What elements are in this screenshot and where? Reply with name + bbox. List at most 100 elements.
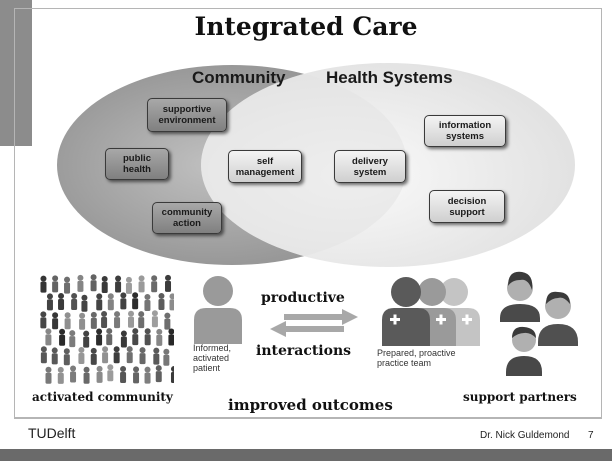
tudelft-logo: TUDelft bbox=[28, 425, 75, 443]
crowd-person-body bbox=[120, 371, 127, 383]
crowd-person-head bbox=[45, 328, 52, 335]
crowd-person-body bbox=[64, 318, 71, 330]
crowd-person-head bbox=[113, 346, 120, 353]
crowd-person-body bbox=[83, 336, 90, 348]
crowd-person-body bbox=[96, 299, 103, 311]
crowd-person-body bbox=[77, 280, 84, 292]
crowd-person-head bbox=[169, 293, 174, 300]
crowd-person-body bbox=[153, 353, 160, 365]
bottom-bar bbox=[0, 449, 612, 461]
crowd-person-head bbox=[81, 294, 88, 301]
crowd-person-head bbox=[52, 275, 59, 282]
crowd-person-head bbox=[101, 276, 108, 283]
practice-team-icon bbox=[382, 277, 480, 346]
crowd-person-head bbox=[40, 275, 47, 282]
crowd-illustration bbox=[40, 274, 174, 384]
slide-title: Integrated Care bbox=[194, 12, 418, 41]
crowd-person-body bbox=[90, 353, 97, 365]
crowd-person-head bbox=[59, 328, 66, 335]
activated-community-label: activated community bbox=[32, 390, 173, 404]
logo-text: TUDelft bbox=[28, 425, 76, 441]
footer-divider bbox=[14, 418, 602, 419]
crowd-person-head bbox=[165, 274, 172, 281]
crowd-person-head bbox=[57, 366, 64, 373]
crowd-person-head bbox=[77, 274, 84, 281]
supportive-environment-box: supportive environment bbox=[147, 98, 227, 132]
crowd-person-body bbox=[120, 336, 127, 348]
crowd-person-head bbox=[96, 328, 103, 335]
crowd-person-head bbox=[64, 312, 71, 319]
crowd-person-head bbox=[90, 311, 97, 318]
crowd-person-head bbox=[96, 365, 103, 372]
crowd-person-head bbox=[63, 348, 70, 355]
crowd-person-body bbox=[158, 298, 165, 310]
crowd-person-body bbox=[45, 372, 52, 384]
crowd-person-head bbox=[153, 347, 160, 354]
crowd-person-body bbox=[90, 317, 97, 329]
crowd-person-head bbox=[151, 310, 158, 317]
crowd-person-head bbox=[106, 328, 113, 335]
crowd-person-body bbox=[125, 282, 132, 294]
crowd-person-head bbox=[144, 294, 151, 301]
crowd-person-body bbox=[40, 317, 47, 329]
crowd-person-head bbox=[114, 311, 121, 318]
crowd-person-head bbox=[125, 276, 132, 283]
venn-diagram bbox=[57, 63, 575, 267]
crowd-person-head bbox=[132, 328, 139, 335]
crowd-person-head bbox=[70, 365, 77, 372]
crowd-person-head bbox=[138, 275, 145, 282]
crowd-person-head bbox=[90, 347, 97, 354]
crowd-person-head bbox=[101, 310, 108, 317]
crowd-person-head bbox=[144, 328, 151, 335]
crowd-person-head bbox=[40, 311, 47, 318]
crowd-person-head bbox=[40, 346, 47, 353]
crowd-person-head bbox=[168, 328, 174, 335]
crowd-person-body bbox=[40, 281, 47, 293]
crowd-person-body bbox=[101, 316, 108, 328]
crowd-person-head bbox=[45, 366, 52, 373]
crowd-person-head bbox=[69, 330, 76, 337]
support-partners-icon bbox=[500, 271, 578, 376]
crowd-person-head bbox=[158, 292, 165, 299]
patient-icon bbox=[194, 276, 242, 344]
crowd-person-head bbox=[126, 346, 133, 353]
crowd-person-body bbox=[169, 299, 174, 311]
crowd-person-body bbox=[96, 371, 103, 383]
crowd-person-body bbox=[151, 281, 158, 293]
crowd-person-head bbox=[83, 366, 90, 373]
crowd-person-head bbox=[46, 293, 53, 300]
crowd-person-head bbox=[120, 330, 127, 337]
crowd-person-head bbox=[155, 365, 162, 372]
health-systems-label: Health Systems bbox=[326, 68, 453, 87]
crowd-person-body bbox=[170, 371, 174, 383]
page-number: 7 bbox=[588, 430, 594, 441]
side-accent-bar bbox=[0, 0, 32, 146]
crowd-person-body bbox=[151, 316, 158, 328]
crowd-person-head bbox=[132, 292, 139, 299]
public-health-box: public health bbox=[105, 148, 169, 180]
crowd-person-head bbox=[139, 347, 146, 354]
crowd-person-body bbox=[101, 282, 108, 294]
interaction-arrows bbox=[270, 309, 358, 337]
interactions-label: interactions bbox=[256, 343, 352, 359]
crowd-person-body bbox=[165, 280, 172, 292]
crowd-person-head bbox=[90, 274, 97, 281]
crowd-person-body bbox=[168, 334, 174, 346]
crowd-person-head bbox=[96, 293, 103, 300]
crowd-person-head bbox=[138, 311, 145, 318]
crowd-person-body bbox=[52, 281, 59, 293]
community-action-box: community action bbox=[152, 202, 222, 234]
crowd-person-body bbox=[58, 298, 65, 310]
crowd-person-head bbox=[115, 275, 122, 282]
crowd-person-body bbox=[83, 372, 90, 384]
crowd-person-body bbox=[64, 282, 71, 294]
crowd-person-head bbox=[144, 366, 151, 373]
crowd-person-head bbox=[107, 293, 114, 300]
crowd-person-body bbox=[155, 371, 162, 383]
crowd-person-body bbox=[139, 353, 146, 365]
crowd-person-head bbox=[83, 330, 90, 337]
delivery-system-box: delivery system bbox=[334, 150, 406, 183]
crowd-person-body bbox=[107, 370, 114, 382]
patient-label: Informed, activated patient bbox=[193, 343, 232, 373]
